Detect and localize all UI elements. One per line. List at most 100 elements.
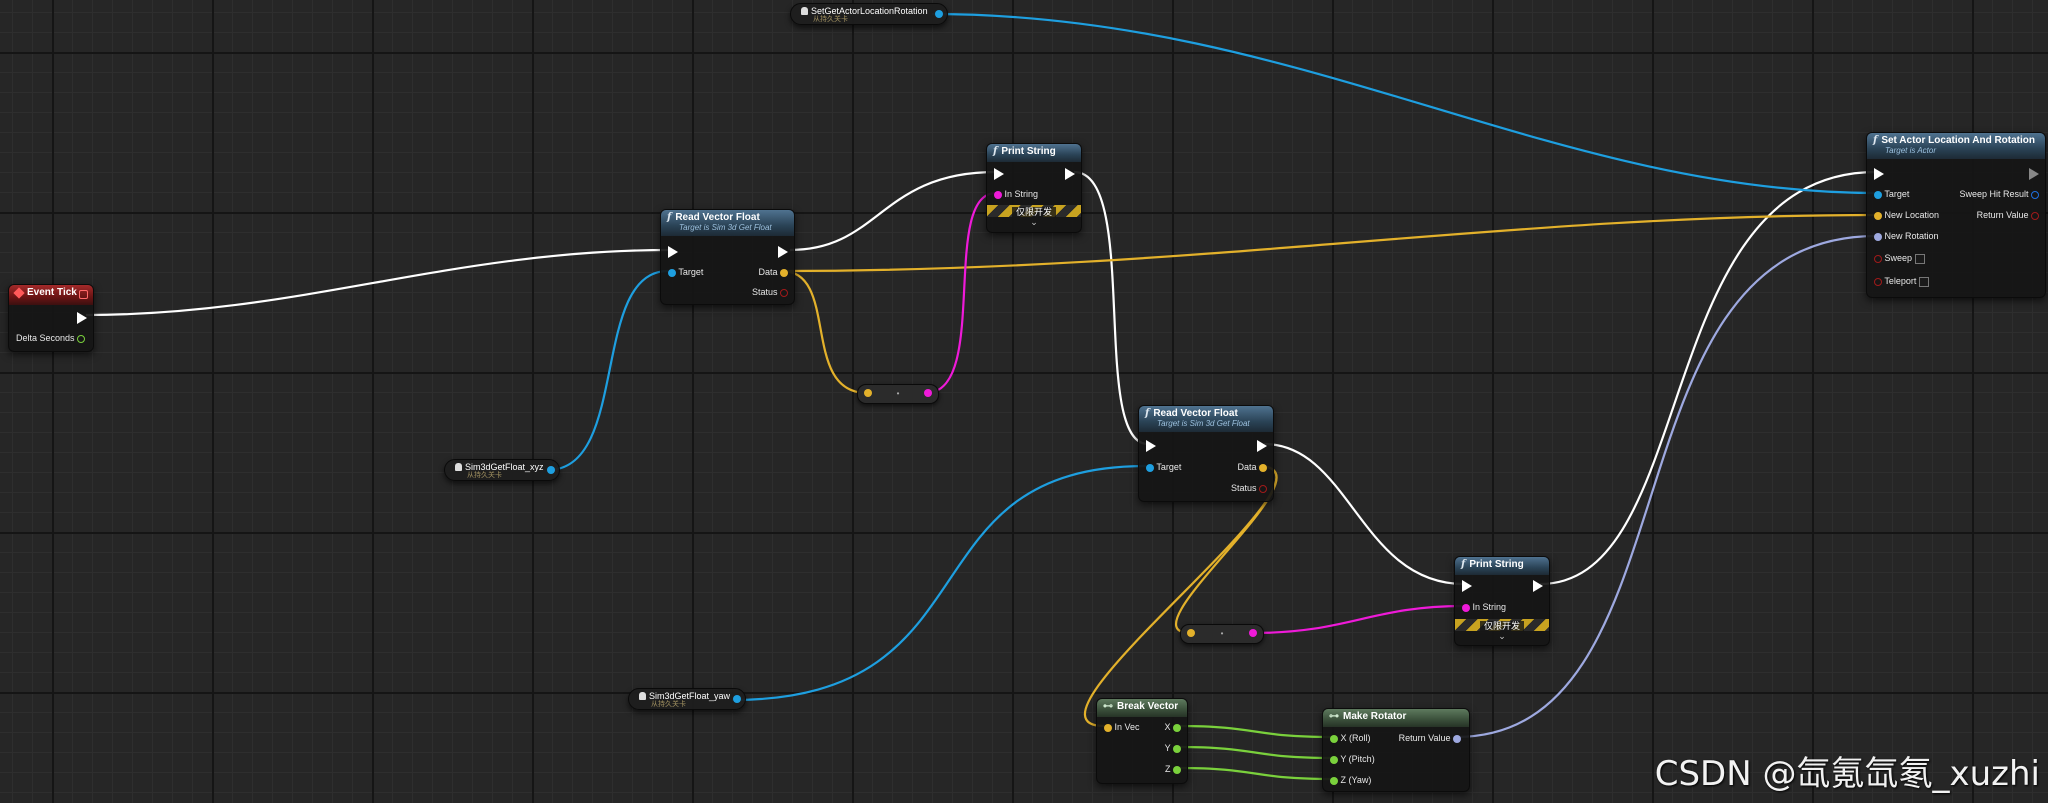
expand-chevron-icon[interactable]: ⌄: [1030, 217, 1038, 227]
set-actor-sweep-pin[interactable]: Sweep: [1874, 252, 1926, 264]
teleport-checkbox[interactable]: [1919, 276, 1930, 287]
object-wire-simyaw-to-read2: [731, 464, 1147, 702]
set-actor-target-pin[interactable]: Target: [1874, 188, 1909, 200]
exec-wire-print1-to-read2: [1073, 170, 1149, 446]
break-vector-node[interactable]: ⊷Break Vector In Vec X Y Z: [1096, 698, 1188, 784]
variable-sim3dgetfloat-xyz[interactable]: Sim3dGetFloat_xyz 从持久关卡: [444, 459, 560, 481]
make-rotator-y-pitch-pin[interactable]: Y (Pitch): [1330, 753, 1375, 765]
print2-in-string-label: In String: [1472, 602, 1507, 612]
make-rotator-node[interactable]: ⊶Make Rotator X (Roll) Return Value Y (P…: [1322, 708, 1470, 792]
set-actor-new-location-pin[interactable]: New Location: [1874, 209, 1939, 221]
make-rotator-x-roll-pin[interactable]: X (Roll): [1330, 732, 1371, 744]
set-actor-new-rotation-pin[interactable]: New Rotation: [1874, 230, 1939, 242]
make-rotator-z-yaw-pin[interactable]: Z (Yaw): [1330, 774, 1371, 786]
conversion-node-vector-to-string-2[interactable]: •: [1180, 624, 1264, 644]
read1-data-pin[interactable]: Data: [758, 266, 788, 278]
new-location-label: New Location: [1884, 210, 1940, 220]
read2-exec-in[interactable]: [1146, 439, 1156, 452]
read2-status-pin[interactable]: Status: [1231, 482, 1267, 494]
variable-output-pin[interactable]: [547, 466, 555, 474]
variable-setgetactorlocationrotation[interactable]: SetGetActorLocationRotation 从持久关卡: [790, 3, 948, 25]
read1-exec-in[interactable]: [668, 245, 678, 258]
in-vec-label: In Vec: [1114, 722, 1140, 732]
print1-exec-out[interactable]: [1065, 167, 1075, 180]
read1-status-pin[interactable]: Status: [752, 286, 788, 298]
conversion-node-vector-to-string-1[interactable]: •: [857, 384, 939, 404]
print1-exec-in[interactable]: [994, 167, 1004, 180]
exec-wire-read1-to-print1: [789, 170, 997, 252]
vector-wire-read1-data-to-location: [781, 213, 1877, 273]
function-icon: f: [993, 146, 998, 157]
development-only-banner: 仅限开发: [987, 205, 1081, 217]
event-tick-node[interactable]: Event Tick Delta Seconds: [8, 284, 94, 352]
break-vector-y-pin[interactable]: Y: [1165, 742, 1181, 754]
exec-wire-read2-to-print2: [1263, 442, 1465, 586]
teleport-label: Teleport: [1884, 276, 1917, 286]
print2-exec-out[interactable]: [1533, 579, 1543, 592]
set-actor-exec-in[interactable]: [1874, 167, 1884, 180]
print2-in-string-pin[interactable]: In String: [1462, 601, 1506, 613]
new-rotation-label: New Rotation: [1884, 231, 1939, 241]
read1-exec-out[interactable]: [778, 245, 788, 258]
break-vector-in-vec-pin[interactable]: In Vec: [1104, 721, 1140, 733]
delta-seconds-label: Delta Seconds: [16, 333, 75, 343]
read2-status-label: Status: [1230, 483, 1257, 493]
x-label: X: [1164, 722, 1171, 732]
event-tick-delta-seconds-pin[interactable]: Delta Seconds: [16, 332, 86, 344]
function-icon: f: [1461, 559, 1466, 570]
variable-output-pin[interactable]: [733, 695, 741, 703]
sweep-hit-result-label: Sweep Hit Result: [1959, 189, 2029, 199]
sweep-checkbox[interactable]: [1915, 253, 1926, 264]
development-only-banner: 仅限开发: [1455, 619, 1549, 631]
event-tick-header: Event Tick: [9, 285, 93, 305]
set-actor-teleport-pin[interactable]: Teleport: [1874, 275, 1930, 287]
z-yaw-label: Z (Yaw): [1340, 775, 1372, 785]
break-vector-icon: ⊷: [1103, 701, 1113, 712]
read-vector-float-title-1: Read Vector Float: [675, 212, 760, 223]
conversion-dot-icon: •: [896, 389, 900, 398]
event-tick-exec-out[interactable]: [77, 311, 87, 324]
function-icon: f: [1145, 408, 1150, 419]
make-rotator-return-value-pin[interactable]: Return Value: [1399, 732, 1461, 744]
make-rotator-return-value-label: Return Value: [1398, 733, 1451, 743]
conversion-input-pin[interactable]: [1187, 629, 1195, 637]
make-rotator-header: ⊶Make Rotator: [1323, 709, 1469, 727]
variable-title: Sim3dGetFloat_xyz: [465, 462, 544, 472]
set-actor-sweep-hit-result-pin[interactable]: Sweep Hit Result: [1959, 188, 2039, 200]
print1-in-string-pin[interactable]: In String: [994, 188, 1038, 200]
variable-sim3dgetfloat-yaw[interactable]: Sim3dGetFloat_yaw 从持久关卡: [628, 688, 746, 710]
expand-chevron-icon[interactable]: ⌄: [1498, 631, 1506, 641]
read2-exec-out[interactable]: [1257, 439, 1267, 452]
variable-title: Sim3dGetFloat_yaw: [649, 691, 731, 701]
read2-data-pin[interactable]: Data: [1237, 461, 1267, 473]
actor-variable-icon: [455, 463, 462, 471]
z-label: Z: [1164, 764, 1171, 774]
set-actor-exec-out[interactable]: [2029, 167, 2039, 180]
print2-exec-in[interactable]: [1462, 579, 1472, 592]
set-actor-return-value-pin[interactable]: Return Value: [1977, 209, 2039, 221]
y-pitch-label: Y (Pitch): [1340, 754, 1375, 764]
variable-subtitle: 从持久关卡: [467, 472, 502, 479]
event-delegate-icon[interactable]: [79, 290, 88, 299]
conversion-output-pin[interactable]: [1249, 629, 1257, 637]
x-roll-label: X (Roll): [1340, 733, 1371, 743]
read2-target-pin[interactable]: Target: [1146, 461, 1181, 473]
actor-variable-icon: [639, 692, 646, 700]
make-rotator-icon: ⊶: [1329, 711, 1339, 722]
read1-target-pin[interactable]: Target: [668, 266, 703, 278]
conversion-output-pin[interactable]: [924, 389, 932, 397]
break-vector-x-pin[interactable]: X: [1164, 721, 1181, 733]
break-vector-z-pin[interactable]: Z: [1165, 763, 1181, 775]
vector-wire-read2-data-to-breakvec: [1084, 464, 1278, 728]
conversion-input-pin[interactable]: [864, 389, 872, 397]
variable-output-pin[interactable]: [935, 10, 943, 18]
